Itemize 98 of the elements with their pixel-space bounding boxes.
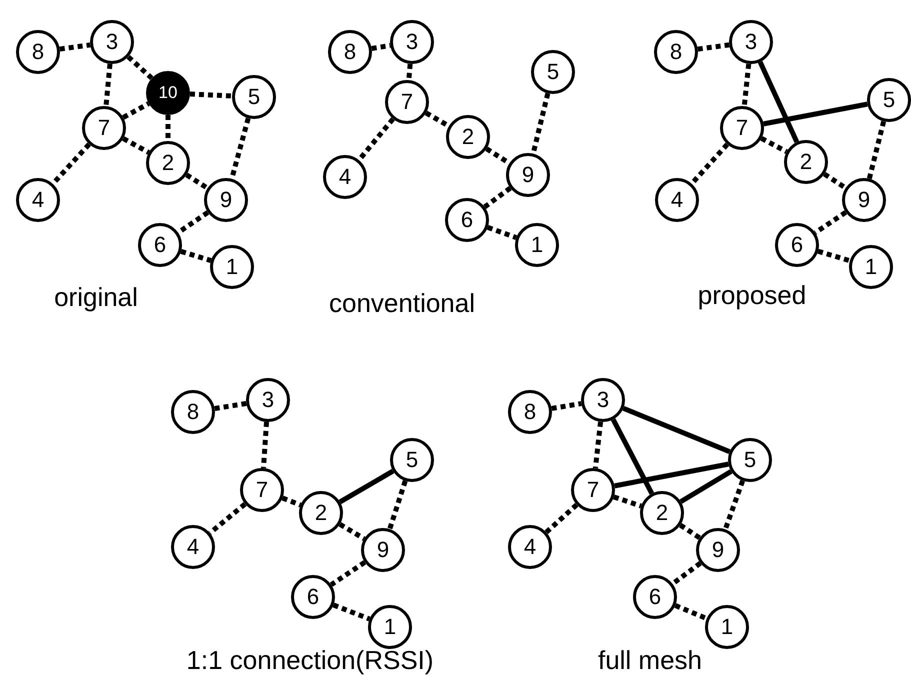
dashed-link bbox=[530, 92, 550, 154]
node-circle: 9 bbox=[361, 528, 405, 572]
solid-link bbox=[758, 60, 800, 144]
node-circle: 2 bbox=[640, 491, 684, 535]
dashed-link bbox=[613, 494, 642, 508]
dashed-link bbox=[551, 401, 582, 411]
dashed-link bbox=[671, 561, 702, 586]
dashed-link bbox=[214, 401, 247, 411]
node-circle: 6 bbox=[775, 223, 819, 267]
node-circle: 5 bbox=[232, 75, 276, 119]
node-circle: 1 bbox=[368, 605, 412, 649]
node-circle: 2 bbox=[446, 115, 490, 159]
dashed-link bbox=[387, 480, 408, 530]
node-circle: 9 bbox=[842, 178, 886, 222]
dashed-link bbox=[866, 120, 886, 180]
node-circle: 8 bbox=[654, 30, 698, 74]
node-circle: 7 bbox=[82, 106, 126, 150]
solid-link bbox=[680, 469, 732, 504]
dashed-link bbox=[357, 117, 395, 162]
node-circle: 8 bbox=[508, 390, 552, 434]
node-circle: 3 bbox=[390, 20, 434, 64]
solid-link bbox=[622, 406, 731, 454]
node-circle: 1 bbox=[705, 605, 749, 649]
dashed-link bbox=[544, 502, 578, 534]
dashed-link bbox=[406, 64, 413, 80]
node-circle: 4 bbox=[508, 525, 552, 569]
dashed-link bbox=[371, 43, 391, 51]
dashed-link bbox=[180, 249, 212, 263]
dashed-link bbox=[122, 136, 150, 155]
node-circle: 1 bbox=[210, 245, 254, 289]
panel-caption: original bbox=[54, 282, 138, 313]
filled-node-circle: 10 bbox=[146, 71, 190, 115]
node-circle: 6 bbox=[633, 575, 677, 619]
node-circle: 9 bbox=[506, 153, 550, 197]
dashed-link bbox=[814, 210, 848, 235]
node-circle: 3 bbox=[581, 378, 625, 422]
dashed-link bbox=[260, 422, 270, 468]
dashed-link bbox=[424, 110, 450, 128]
node-circle: 7 bbox=[571, 468, 615, 512]
dashed-link bbox=[338, 522, 366, 541]
dashed-link bbox=[486, 225, 518, 240]
dashed-link bbox=[51, 142, 91, 186]
dashed-link bbox=[185, 172, 209, 190]
solid-link bbox=[338, 468, 394, 504]
dashed-link bbox=[59, 42, 91, 52]
dashed-link bbox=[674, 603, 708, 621]
dashed-link bbox=[723, 480, 745, 530]
node-circle: 4 bbox=[655, 178, 699, 222]
node-circle: 6 bbox=[291, 575, 335, 619]
dashed-link bbox=[126, 54, 154, 80]
node-circle: 8 bbox=[328, 30, 372, 74]
node-circle: 8 bbox=[16, 30, 60, 74]
dashed-link bbox=[483, 186, 512, 209]
node-circle: 5 bbox=[867, 78, 911, 122]
node-circle: 6 bbox=[445, 198, 489, 242]
node-circle: 9 bbox=[696, 528, 740, 572]
node-circle: 3 bbox=[246, 378, 290, 422]
panel-caption: proposed bbox=[698, 280, 806, 311]
dashed-link bbox=[760, 136, 788, 154]
dashed-link bbox=[678, 523, 702, 540]
dashed-link bbox=[190, 92, 232, 98]
solid-link bbox=[614, 462, 729, 488]
dashed-link bbox=[697, 42, 730, 52]
panel-caption: full mesh bbox=[598, 645, 702, 676]
node-circle: 1 bbox=[515, 223, 559, 267]
node-circle: 3 bbox=[729, 20, 773, 64]
node-circle: 7 bbox=[720, 106, 764, 150]
node-circle: 2 bbox=[784, 140, 828, 184]
dashed-link bbox=[332, 602, 370, 622]
dashed-link bbox=[592, 422, 604, 468]
node-circle: 2 bbox=[299, 491, 343, 535]
solid-link bbox=[763, 102, 868, 126]
dashed-link bbox=[823, 172, 847, 190]
node-circle: 1 bbox=[849, 245, 893, 289]
solid-link bbox=[610, 418, 654, 495]
dashed-link bbox=[282, 496, 302, 508]
dashed-link bbox=[208, 502, 247, 535]
node-circle: 5 bbox=[531, 50, 575, 94]
dashed-link bbox=[166, 115, 170, 141]
node-circle: 5 bbox=[728, 438, 772, 482]
dashed-link bbox=[122, 101, 150, 120]
dashed-link bbox=[104, 64, 112, 106]
node-circle: 7 bbox=[240, 468, 284, 512]
node-circle: 5 bbox=[390, 438, 434, 482]
node-circle: 9 bbox=[204, 178, 248, 222]
dashed-link bbox=[690, 142, 730, 186]
node-circle: 3 bbox=[90, 20, 134, 64]
node-circle: 2 bbox=[146, 141, 190, 185]
node-circle: 4 bbox=[171, 525, 215, 569]
node-circle: 4 bbox=[323, 155, 367, 199]
dashed-link bbox=[817, 248, 851, 264]
node-circle: 6 bbox=[138, 223, 182, 267]
panel-caption: conventional bbox=[329, 288, 475, 319]
dashed-link bbox=[330, 560, 366, 587]
node-circle: 4 bbox=[16, 178, 60, 222]
node-circle: 7 bbox=[385, 80, 429, 124]
dashed-link bbox=[742, 64, 752, 106]
node-circle: 8 bbox=[171, 390, 215, 434]
